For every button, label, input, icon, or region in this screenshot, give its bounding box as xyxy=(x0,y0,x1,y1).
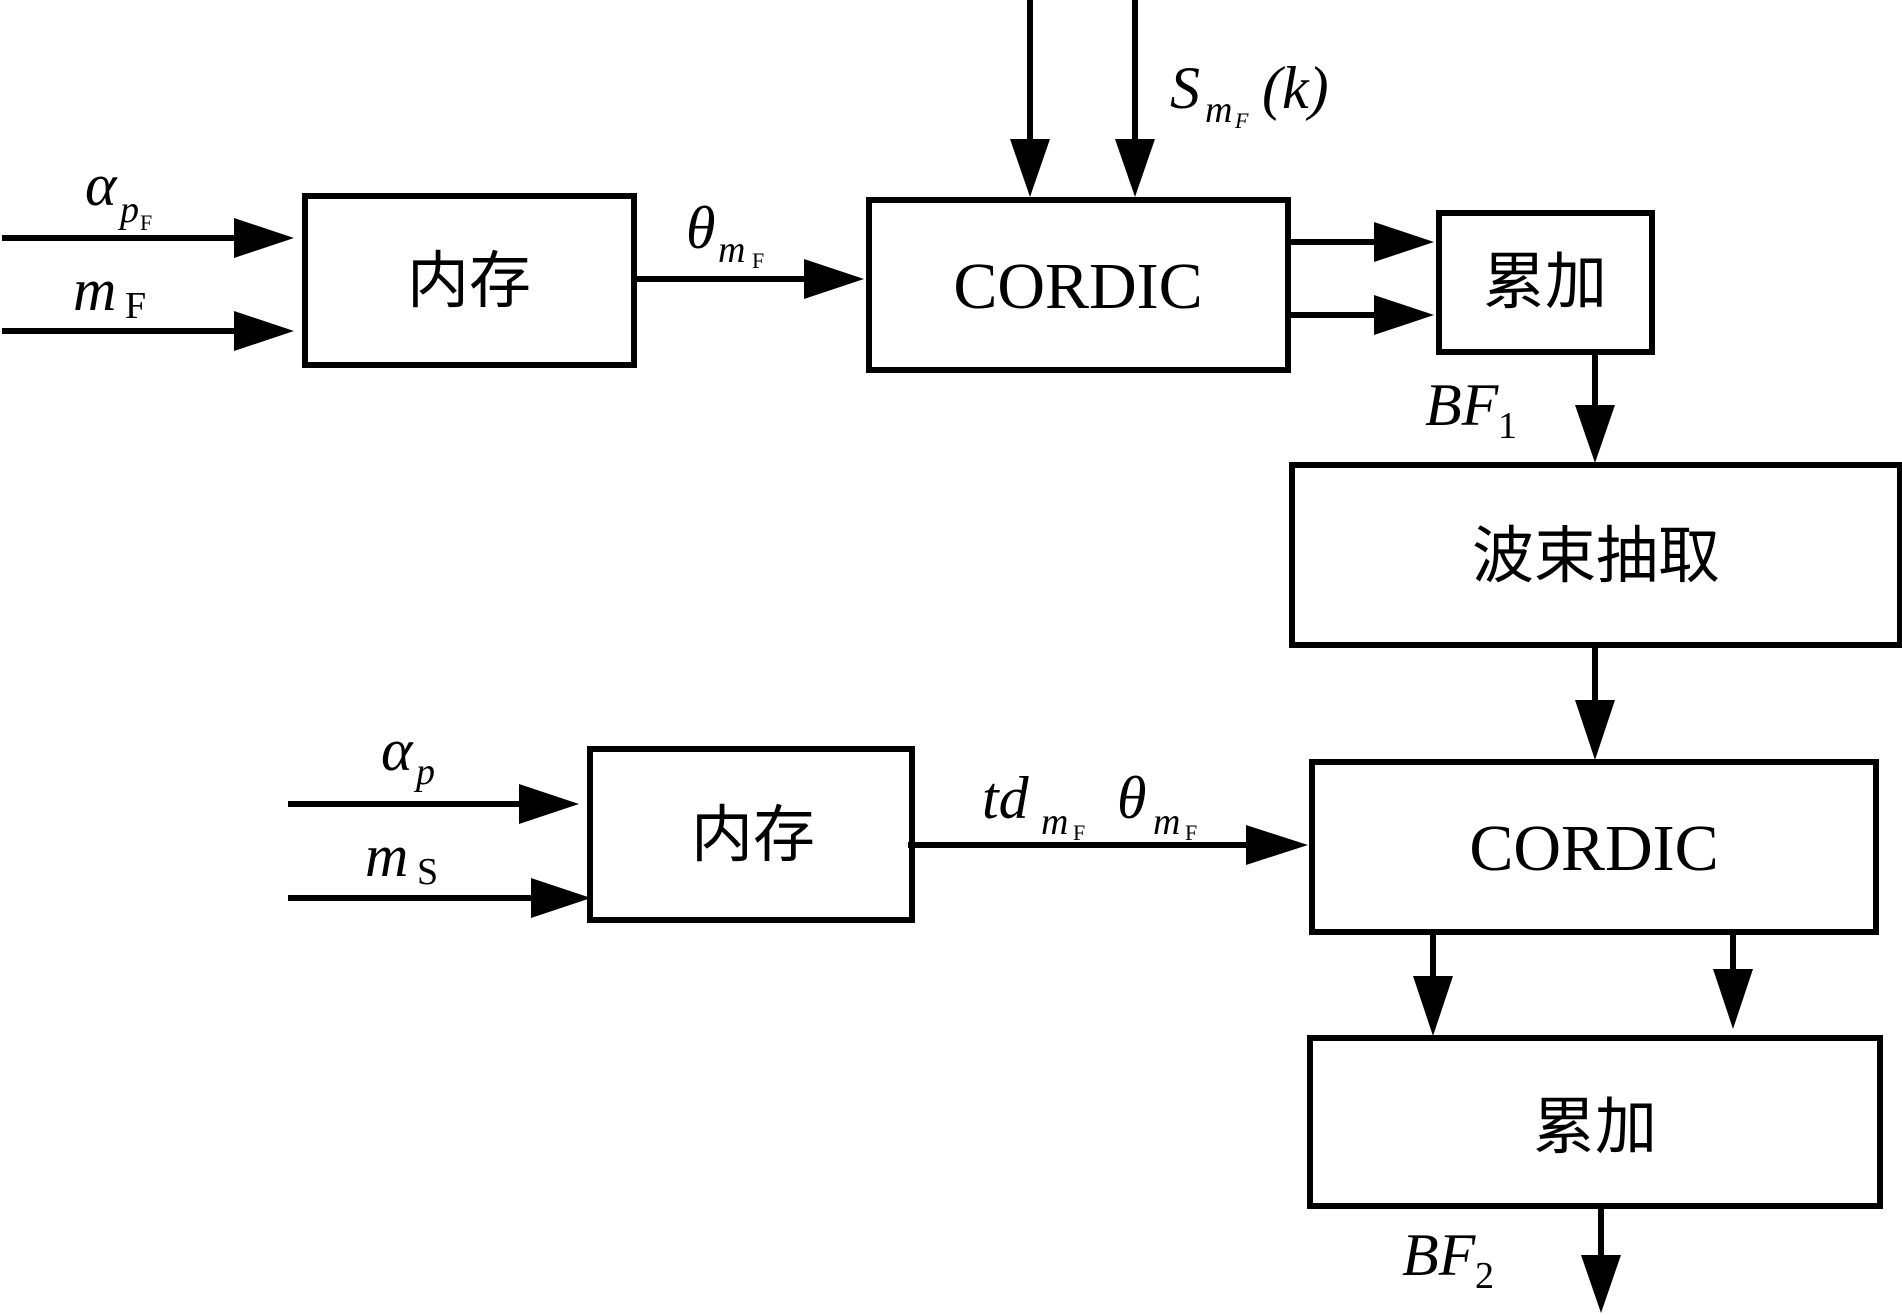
arrowhead-icon xyxy=(1374,295,1434,335)
svg-text:m: m xyxy=(1205,89,1232,131)
arrowhead-icon xyxy=(1581,1255,1621,1313)
arrow-m-F xyxy=(2,311,294,351)
svg-text:α: α xyxy=(381,717,414,783)
label-m-S: m S xyxy=(365,823,438,893)
svg-text:m: m xyxy=(1041,801,1068,843)
arrowhead-icon xyxy=(1575,700,1615,760)
label-m-F: m F xyxy=(73,257,146,327)
svg-text:m: m xyxy=(73,257,116,323)
memory1-label: 内存 xyxy=(407,244,531,317)
accumulate2-label: 累加 xyxy=(1533,1090,1657,1163)
svg-text:1: 1 xyxy=(1498,405,1517,447)
label-BF1: BF 1 xyxy=(1425,372,1517,447)
arrow-acc1-to-beam xyxy=(1575,352,1615,463)
memory2-block: 内存 xyxy=(587,746,915,923)
svg-text:td: td xyxy=(982,765,1030,831)
memory2-label: 内存 xyxy=(691,798,815,871)
arrow-S-mF-k xyxy=(1115,0,1155,197)
accumulate1-block: 累加 xyxy=(1436,210,1655,355)
svg-text:F: F xyxy=(1185,820,1197,845)
svg-text:S: S xyxy=(1170,55,1200,121)
label-alpha-pF: α p F xyxy=(85,152,152,235)
arrow-alpha-p xyxy=(288,784,579,824)
arrowhead-icon xyxy=(519,784,579,824)
arrowhead-icon xyxy=(234,311,294,351)
arrowhead-icon xyxy=(804,259,864,299)
svg-text:θ: θ xyxy=(686,195,715,261)
arrow-cordic2-to-acc2-left xyxy=(1413,932,1453,1036)
memory1-block: 内存 xyxy=(302,193,637,368)
svg-text:α: α xyxy=(85,152,118,218)
arrowhead-icon xyxy=(1575,405,1615,463)
svg-text:BF: BF xyxy=(1425,372,1500,438)
svg-text:F: F xyxy=(1073,820,1085,845)
arrowhead-icon xyxy=(1115,139,1155,197)
arrow-acc2-output xyxy=(1581,1206,1621,1313)
svg-text:m: m xyxy=(365,823,408,889)
arrow-cordic1-to-acc1-lower xyxy=(1288,295,1434,335)
label-theta-mF-top: θ m F xyxy=(686,195,764,273)
svg-text:F: F xyxy=(140,210,152,235)
cordic2-label: CORDIC xyxy=(1469,812,1718,885)
cordic2-block: CORDIC xyxy=(1309,759,1879,935)
arrowhead-icon xyxy=(1246,825,1308,865)
svg-text:θ: θ xyxy=(1117,765,1146,831)
accumulate2-block: 累加 xyxy=(1307,1035,1883,1209)
arrow-memory1-to-cordic1 xyxy=(634,259,864,299)
label-theta-mF-bottom: θ m F xyxy=(1117,765,1197,845)
svg-text:F: F xyxy=(1234,108,1249,133)
label-alpha-p: α p xyxy=(381,717,435,793)
svg-text:S: S xyxy=(417,851,438,893)
svg-text:BF: BF xyxy=(1402,1222,1477,1288)
accumulate1-label: 累加 xyxy=(1483,245,1607,318)
cordic1-block: CORDIC xyxy=(866,197,1291,373)
arrow-memory2-to-cordic2 xyxy=(908,825,1308,865)
arrow-alpha-pF xyxy=(2,218,294,258)
arrow-beam-to-cordic2 xyxy=(1575,645,1615,760)
arrowhead-icon xyxy=(1713,969,1753,1029)
arrowhead-icon xyxy=(1374,222,1434,262)
beam-decimation-label: 波束抽取 xyxy=(1472,519,1720,592)
beam-decimation-block: 波束抽取 xyxy=(1289,462,1902,648)
label-td-mF: td m F xyxy=(982,765,1085,845)
svg-text:2: 2 xyxy=(1475,1255,1494,1297)
arrowhead-icon xyxy=(1413,976,1453,1036)
arrowhead-icon xyxy=(1010,139,1050,197)
arrow-top-input-1 xyxy=(1010,0,1050,197)
svg-text:F: F xyxy=(752,248,764,273)
svg-text:p: p xyxy=(117,189,139,231)
svg-text:m: m xyxy=(718,229,745,271)
cordic1-label: CORDIC xyxy=(953,250,1202,323)
arrow-cordic1-to-acc1-upper xyxy=(1288,222,1434,262)
svg-text:(k): (k) xyxy=(1262,55,1329,121)
arrowhead-icon xyxy=(531,878,591,918)
arrowhead-icon xyxy=(234,218,294,258)
svg-text:F: F xyxy=(125,285,146,327)
svg-text:p: p xyxy=(413,751,435,793)
label-BF2: BF 2 xyxy=(1402,1222,1494,1297)
arrow-cordic2-to-acc2-right xyxy=(1713,932,1753,1029)
label-S-mF-k: S m F (k) xyxy=(1170,55,1329,133)
svg-text:m: m xyxy=(1153,801,1180,843)
arrow-m-S xyxy=(288,878,591,918)
